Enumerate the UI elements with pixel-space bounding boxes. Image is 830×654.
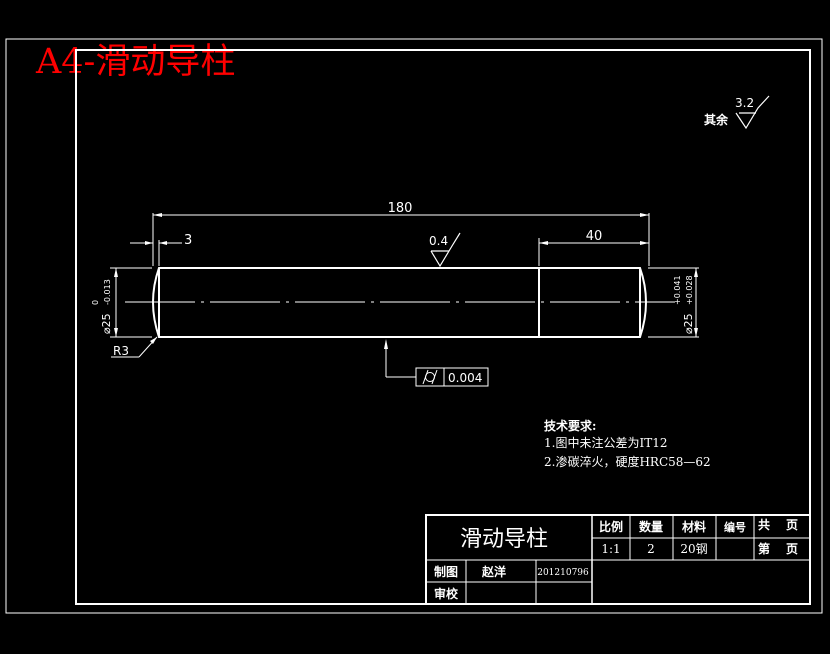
overall-length-value: 180 [388,201,413,216]
tech-req-heading: 技术要求: [544,418,596,433]
right-diameter-value: ⌀25 [682,313,695,334]
shaft-roughness-mark: 0.4 [429,232,461,268]
surface-finish-note: 其余 3.2 [704,95,770,130]
header-material: 材料 [681,519,706,534]
right-tolerance-upper: +0.041 [673,275,682,305]
shaft-outline [125,267,675,338]
value-sheet-suffix: 页 [786,542,798,556]
header-quantity: 数量 [639,519,663,534]
cylindricity-icon [422,369,438,385]
left-diameter-value: ⌀25 [100,313,113,334]
dimension-fit-length: 40 [538,229,649,266]
dimension-right-diameter: ⌀25 +0.041 +0.028 [648,267,699,338]
surface-finish-roughness: 3.2 [735,96,754,110]
dimension-chamfer: 3 [130,233,192,266]
outer-border [5,38,823,614]
chamfer-length-value: 3 [184,233,192,248]
title-block [425,514,811,605]
fillet-radius-callout: R3 [111,336,158,358]
drawn-by-label: 制图 [434,564,458,579]
fillet-radius-value: R3 [113,344,129,358]
title-block-text: 滑动导柱 比例 数量 材料 编号 共 页 1:1 2 20钢 第 页 制图 赵洋… [434,517,798,601]
header-page: 页 [786,518,798,532]
geometric-tolerance-frame: 0.004 [384,339,489,387]
left-tolerance-upper: 0 [91,300,100,305]
left-tolerance-lower: -0.013 [103,279,112,305]
roughness-symbol-icon [430,232,461,268]
value-scale: 1:1 [601,542,620,556]
header-number: 编号 [724,520,746,534]
part-name: 滑动导柱 [460,527,548,552]
sheet-label: A4-滑动导柱 [35,42,235,82]
dimension-left-diameter: ⌀25 0 -0.013 [91,267,152,338]
surface-finish-prefix: 其余 [704,112,729,127]
drawn-by-name: 赵洋 [481,564,506,579]
value-sheet-prefix: 第 [758,541,770,556]
right-tolerance-lower: +0.028 [685,275,694,305]
fit-length-value: 40 [586,229,603,244]
drawing-number: 201210796 [537,568,589,578]
dimension-overall-length: 180 [152,201,650,266]
value-quantity: 2 [647,542,655,556]
value-material: 20钢 [680,542,707,556]
technical-requirements: 技术要求: 1.图中未注公差为IT12 2.渗碳淬火，硬度HRC58—62 [544,418,711,469]
checked-by-label: 审校 [434,586,459,601]
header-scale: 比例 [599,519,623,534]
tech-req-item: 2.渗碳淬火，硬度HRC58—62 [544,454,711,469]
shaft-roughness-value: 0.4 [429,234,448,248]
tech-req-item: 1.图中未注公差为IT12 [544,435,667,450]
tolerance-value: 0.004 [448,371,482,385]
roughness-symbol-icon [735,95,770,130]
header-total: 共 [758,517,770,532]
